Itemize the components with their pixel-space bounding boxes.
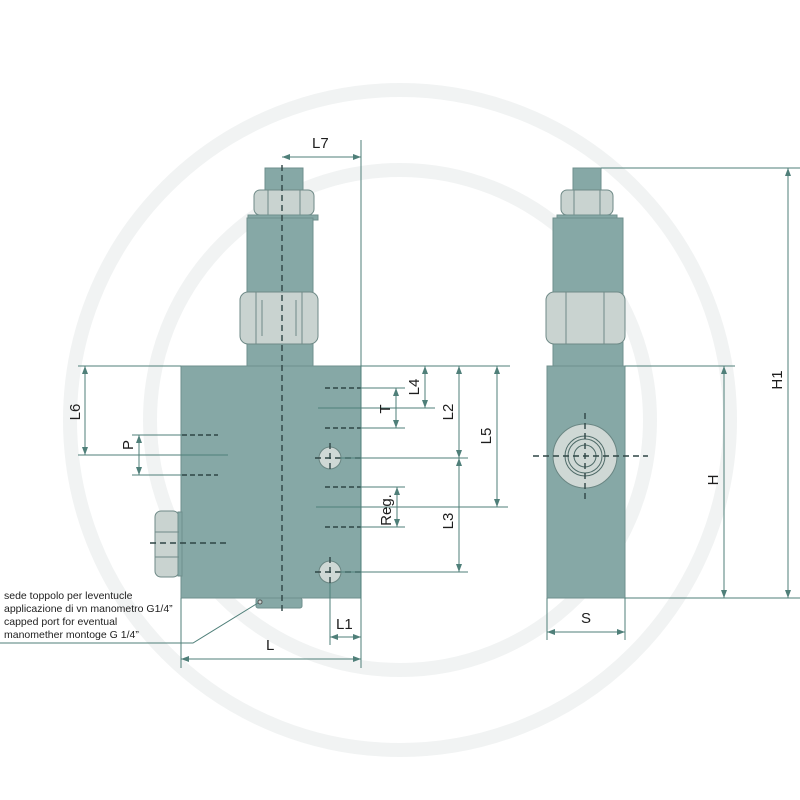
label-L5: L5 <box>478 428 495 445</box>
side-view <box>533 167 648 599</box>
side-block <box>546 365 626 599</box>
lock-nut-icon <box>560 189 614 216</box>
side-plug-icon <box>154 510 183 578</box>
port-note: sede toppolo per leventucle applicazione… <box>0 590 259 644</box>
front-view <box>150 165 362 612</box>
side-dimensions: H1 H S <box>546 167 800 640</box>
label-L1: L1 <box>336 616 353 633</box>
port-circle-icon <box>315 443 361 473</box>
capped-port <box>255 597 303 609</box>
note-line-2: applicazione di vn manometro G1/4” <box>4 603 173 615</box>
label-L: L <box>266 637 274 654</box>
adjust-screw <box>264 167 304 193</box>
arrowheads <box>82 154 791 662</box>
note-line-4: manomether montoge G 1/4” <box>4 629 139 641</box>
label-T: T <box>377 404 394 413</box>
label-S: S <box>581 610 591 627</box>
lock-nut-icon <box>253 189 315 216</box>
label-H1: H1 <box>769 370 786 389</box>
side-port-icon <box>533 413 648 500</box>
note-line-1: sede toppolo per leventucle <box>4 590 133 602</box>
label-L4: L4 <box>406 379 423 396</box>
hex-nut-icon <box>239 291 319 345</box>
label-L6: L6 <box>67 404 84 421</box>
label-reg: Reg. <box>378 494 395 526</box>
note-line-3: capped port for eventual <box>4 616 117 628</box>
front-dimensions: L7 L6 P L4 T L2 L5 Reg. <box>67 135 510 668</box>
label-P: P <box>120 440 137 450</box>
label-L2: L2 <box>440 404 457 421</box>
watermark <box>63 83 737 757</box>
label-L7: L7 <box>312 135 329 152</box>
label-H: H <box>705 475 722 486</box>
hex-nut-icon <box>545 291 626 345</box>
label-L3: L3 <box>440 513 457 530</box>
valve-block <box>180 365 362 599</box>
